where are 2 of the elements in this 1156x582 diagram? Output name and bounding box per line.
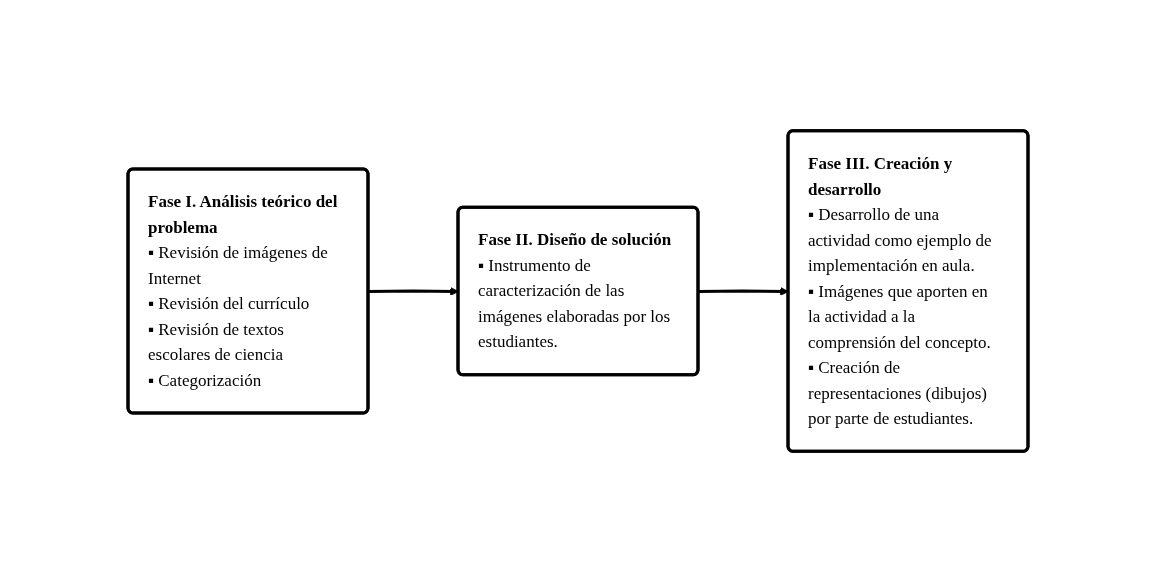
arrow xyxy=(368,287,459,296)
arrow xyxy=(698,287,789,296)
